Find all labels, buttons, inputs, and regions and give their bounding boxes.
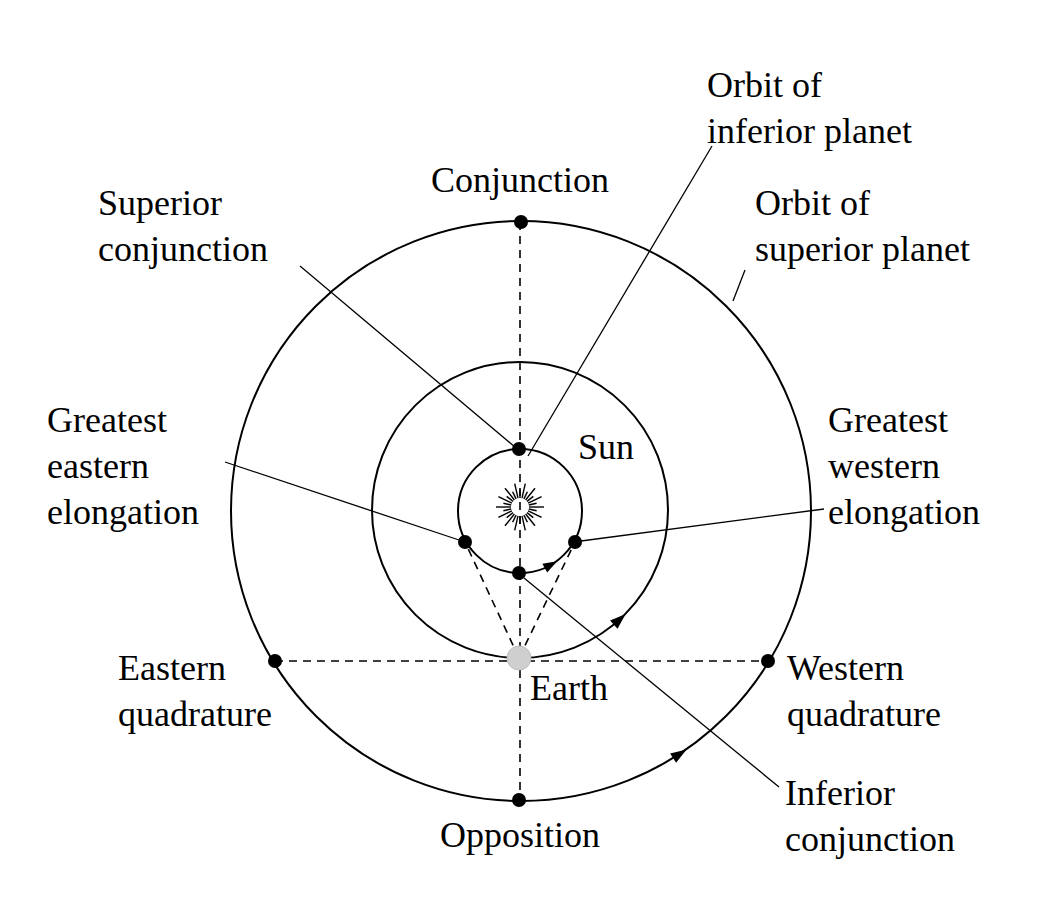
dashed-line (465, 542, 519, 658)
position-dot (568, 535, 582, 549)
arrowhead (610, 614, 626, 629)
sun-ray (528, 497, 542, 504)
sun-ray (498, 497, 512, 504)
sun-ray (515, 484, 518, 499)
position-label: Opposition (439, 812, 602, 858)
position-dot (458, 535, 472, 549)
sun-symbol (496, 484, 544, 531)
sun-ray (513, 492, 517, 499)
position-dot (268, 654, 282, 668)
leader-line (581, 509, 824, 541)
dashed-line (519, 542, 575, 658)
dashed-line (519, 222, 521, 800)
position-label: Inferior conjunction (785, 770, 788, 862)
position-label: Orbit of superior planet (755, 180, 972, 272)
position-label: Orbit of inferior planet (707, 62, 914, 154)
position-label: Earth (530, 665, 610, 711)
sun-ray (524, 515, 528, 522)
sun-ray (529, 503, 537, 505)
position-label: Sun (578, 424, 637, 470)
motion-arrows (542, 561, 686, 762)
sun-ray (519, 516, 520, 524)
leader-lines (225, 146, 824, 787)
leader-line (733, 270, 745, 301)
position-dot (512, 442, 526, 456)
position-label: Greatest eastern elongation (47, 397, 50, 535)
sun-ray (522, 516, 525, 531)
leader-line (524, 578, 779, 787)
position-dot (512, 566, 526, 580)
dashed-lines (275, 222, 768, 800)
sun-ray (528, 511, 542, 518)
sun-ray (529, 509, 537, 511)
position-label: Superior conjunction (98, 180, 101, 272)
superior-orbit (231, 221, 811, 801)
position-dot (512, 793, 526, 807)
earth-symbol (507, 646, 531, 670)
arrowhead (542, 561, 557, 572)
leader-line (300, 266, 515, 447)
position-label: Western quadrature (787, 645, 790, 737)
position-dot (514, 215, 528, 229)
sun-ray (503, 503, 511, 505)
sun-ray (503, 509, 511, 511)
sun-ray (529, 506, 544, 507)
sun-ray (519, 490, 520, 498)
position-dots (268, 215, 775, 807)
sun-ray (496, 506, 511, 507)
leader-line (225, 462, 459, 540)
position-label: Greatest western elongation (828, 397, 831, 535)
position-label: Conjunction (430, 157, 610, 203)
position-label: Eastern quadrature (118, 645, 121, 737)
position-dot (761, 654, 775, 668)
sun-ray (498, 511, 512, 518)
arrowhead (670, 749, 687, 762)
